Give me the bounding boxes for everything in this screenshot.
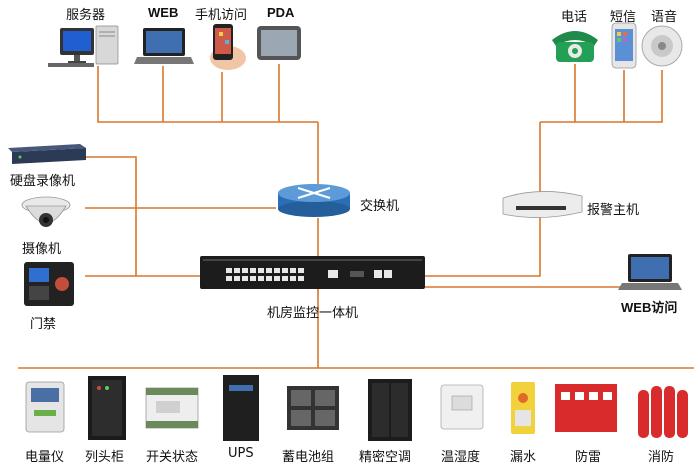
bottom-label-8: 防雷 (575, 450, 602, 465)
monitor-unit-icon (200, 256, 425, 289)
voice-label: 语音 (651, 10, 678, 25)
line-dvr (85, 156, 200, 277)
phone-label: 电话 (561, 10, 588, 25)
pda-icon (257, 26, 301, 60)
access-control-icon (24, 262, 74, 306)
line-alarm-to-unit (425, 217, 541, 277)
bottom-label-5: 精密空调 (359, 450, 412, 465)
ups-icon (223, 375, 259, 441)
line-phone (574, 64, 663, 123)
bottom-label-1: 列头柜 (85, 450, 125, 465)
server-icon (48, 25, 119, 67)
server-label: 服务器 (66, 8, 106, 23)
connection-lines (18, 64, 694, 369)
telephone-icon (552, 31, 598, 62)
bottom-label-0: 电量仪 (25, 450, 65, 465)
web-access-laptop-icon (618, 254, 682, 290)
bottom-label-7: 漏水 (510, 450, 537, 465)
camera-label: 摄像机 (22, 242, 62, 257)
smartphone-icon (611, 22, 637, 69)
access-label: 门禁 (30, 317, 57, 332)
mobile-label: 手机访问 (195, 8, 248, 23)
bottom-label-4: 蓄电池组 (282, 450, 335, 465)
alarm-host-icon (502, 191, 583, 218)
bottom-label-3: UPS (228, 446, 254, 461)
sms-label: 短信 (610, 10, 637, 25)
line-server (97, 66, 318, 123)
dvr-label: 硬盘录像机 (10, 174, 76, 189)
switch-label: 交换机 (360, 199, 400, 214)
column-cabinet-icon (88, 376, 126, 440)
fire-extinguisher-icon (638, 386, 688, 438)
battery-pack-icon (287, 386, 339, 430)
switch-status-module-icon (145, 387, 199, 429)
power-meter-icon (25, 381, 65, 433)
bottom-label-9: 消防 (648, 450, 675, 465)
camera-icon (21, 196, 71, 227)
temperature-humidity-sensor-icon (440, 384, 484, 430)
monitor-unit-label: 机房监控一体机 (267, 306, 359, 321)
bottom-label-6: 温湿度 (441, 450, 481, 465)
mobile-phone-icon (210, 24, 246, 70)
web-access-label: WEB访问 (621, 300, 678, 315)
web-label: WEB (148, 5, 179, 20)
speaker-icon (641, 25, 683, 67)
pda-label: PDA (267, 5, 295, 20)
lightning-protector-icon (555, 384, 617, 432)
switch-router-icon (278, 184, 350, 217)
dvr-icon (8, 144, 86, 164)
precision-ac-icon (368, 379, 412, 441)
alarm-host-label: 报警主机 (587, 203, 640, 218)
water-leak-sensor-icon (511, 382, 535, 434)
bottom-label-2: 开关状态 (146, 450, 199, 465)
laptop-icon (134, 28, 194, 64)
